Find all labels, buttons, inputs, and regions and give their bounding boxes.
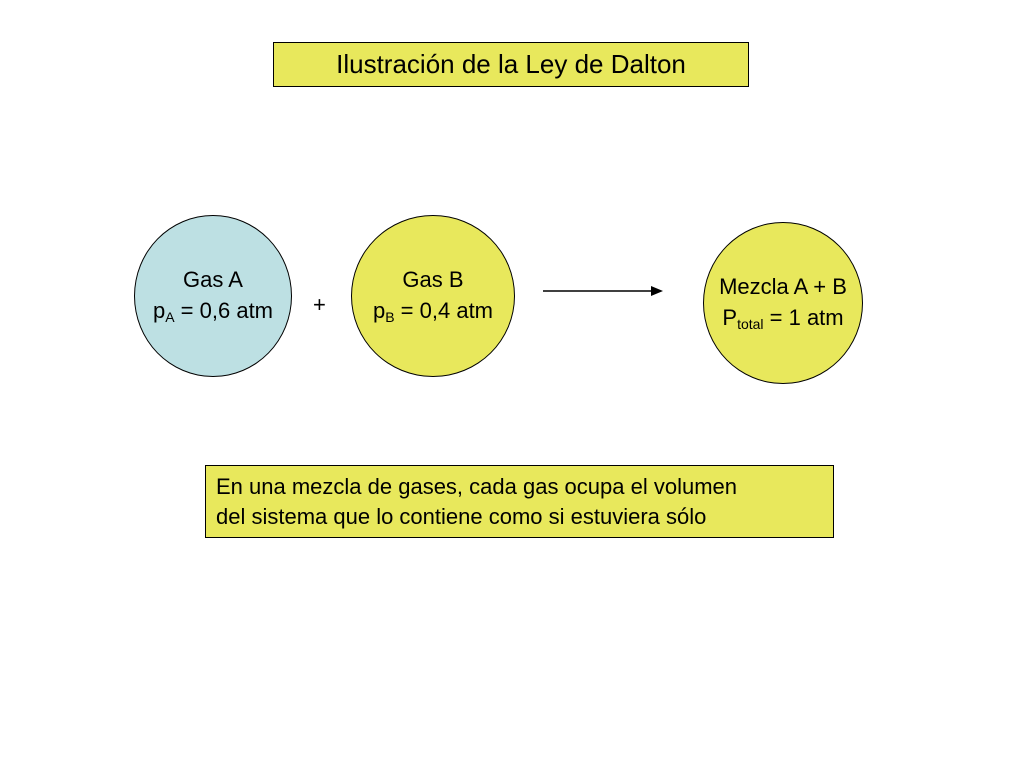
- plus-operator: +: [313, 292, 326, 317]
- gas-a-circle: Gas A pA = 0,6 atm: [134, 215, 292, 377]
- right-arrow-icon: [543, 286, 663, 296]
- gas-b-pressure-subscript: B: [385, 309, 395, 325]
- gas-a-pressure-subscript: A: [165, 309, 175, 325]
- gas-b-name: Gas B: [402, 267, 464, 293]
- mixture-name: Mezcla A + B: [719, 274, 847, 300]
- mixture-pressure-value: = 1 atm: [763, 305, 844, 330]
- gas-b-circle: Gas B pB = 0,4 atm: [351, 215, 515, 377]
- gas-a-pressure-value: = 0,6 atm: [174, 298, 274, 323]
- gas-a-pressure: pA = 0,6 atm: [153, 296, 273, 327]
- gas-b-pressure-symbol: p: [372, 298, 386, 323]
- mixture-pressure-symbol: P: [722, 305, 738, 330]
- explanation-line-2: del sistema que lo contiene como si estu…: [216, 503, 707, 529]
- mixture-pressure-subscript: total: [737, 316, 764, 332]
- gas-b-pressure: pB = 0,4 atm: [373, 296, 493, 327]
- gas-b-pressure-value: = 0,4 atm: [394, 298, 494, 323]
- mixture-circle: Mezcla A + B Ptotal = 1 atm: [703, 222, 863, 384]
- slide-title-text: Ilustración de la Ley de Dalton: [336, 49, 686, 79]
- explanation-line-1: En una mezcla de gases, cada gas ocupa e…: [216, 474, 737, 499]
- mixture-pressure: Ptotal = 1 atm: [722, 303, 843, 334]
- explanation-box: En una mezcla de gases, cada gas ocupa e…: [205, 465, 834, 538]
- slide-title: Ilustración de la Ley de Dalton: [273, 42, 749, 87]
- gas-a-pressure-symbol: p: [152, 298, 166, 323]
- gas-a-name: Gas A: [183, 267, 243, 293]
